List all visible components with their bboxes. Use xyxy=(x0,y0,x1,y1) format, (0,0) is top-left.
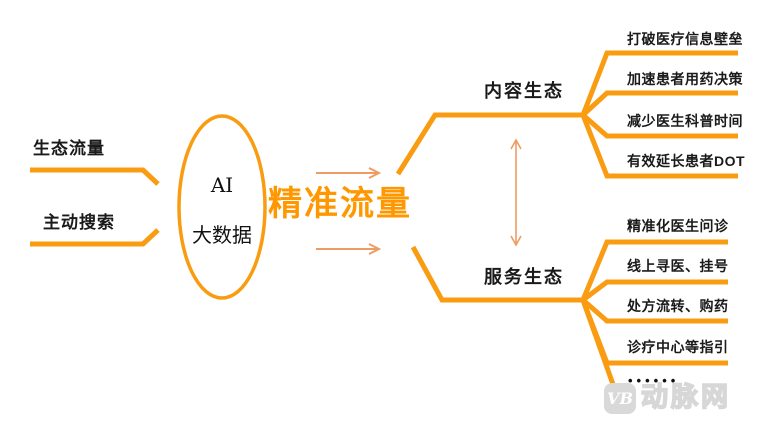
input-line-bottom xyxy=(30,228,160,247)
center-label-precise-traffic: 精准流量 xyxy=(268,185,412,223)
more-items-dots: •••••• xyxy=(628,373,680,388)
branch-label-service-ecosystem: 服务生态 xyxy=(484,267,564,287)
watermark-logo: VB xyxy=(604,383,636,414)
flow-arrow-bottom-icon xyxy=(316,243,382,255)
service-branch-trunk xyxy=(410,245,583,303)
leaf-item: 有效延长患者DOT xyxy=(627,153,746,169)
leaf-item: 打破医疗信息壁垒 xyxy=(627,31,743,47)
content-branch-4 xyxy=(580,114,738,179)
service-branch-3 xyxy=(581,298,728,324)
leaf-item: 线上寻医、挂号 xyxy=(627,258,729,274)
flow-arrow-top-icon xyxy=(316,167,382,179)
leaf-item: 处方流转、购药 xyxy=(627,298,729,314)
content-branch-1 xyxy=(580,50,738,116)
input-label-ecosystem-traffic: 生态流量 xyxy=(33,139,105,158)
content-branch-3 xyxy=(581,113,738,139)
hub-text-bigdata: 大数据 xyxy=(192,223,252,247)
ai-ellipse xyxy=(177,114,267,300)
hub-text-ai: AI xyxy=(210,173,234,197)
leaf-item: 减少医生科普时间 xyxy=(627,113,743,129)
service-branch-more xyxy=(580,299,618,391)
input-label-active-search: 主动搜索 xyxy=(43,213,115,232)
branch-label-content-ecosystem: 内容生态 xyxy=(484,81,564,101)
leaf-item: 精准化医生问诊 xyxy=(627,218,729,234)
leaf-item: 诊疗中心等指引 xyxy=(627,339,729,355)
leaf-item: 加速患者用药决策 xyxy=(627,71,743,87)
content-branch-2 xyxy=(581,90,738,117)
content-branch-trunk xyxy=(395,112,583,176)
double-arrow-icon xyxy=(510,138,522,247)
watermark-text: 动脉网 xyxy=(640,382,731,412)
service-branch-1 xyxy=(580,239,728,301)
input-line-top xyxy=(30,167,160,186)
service-branch-2 xyxy=(581,279,728,302)
